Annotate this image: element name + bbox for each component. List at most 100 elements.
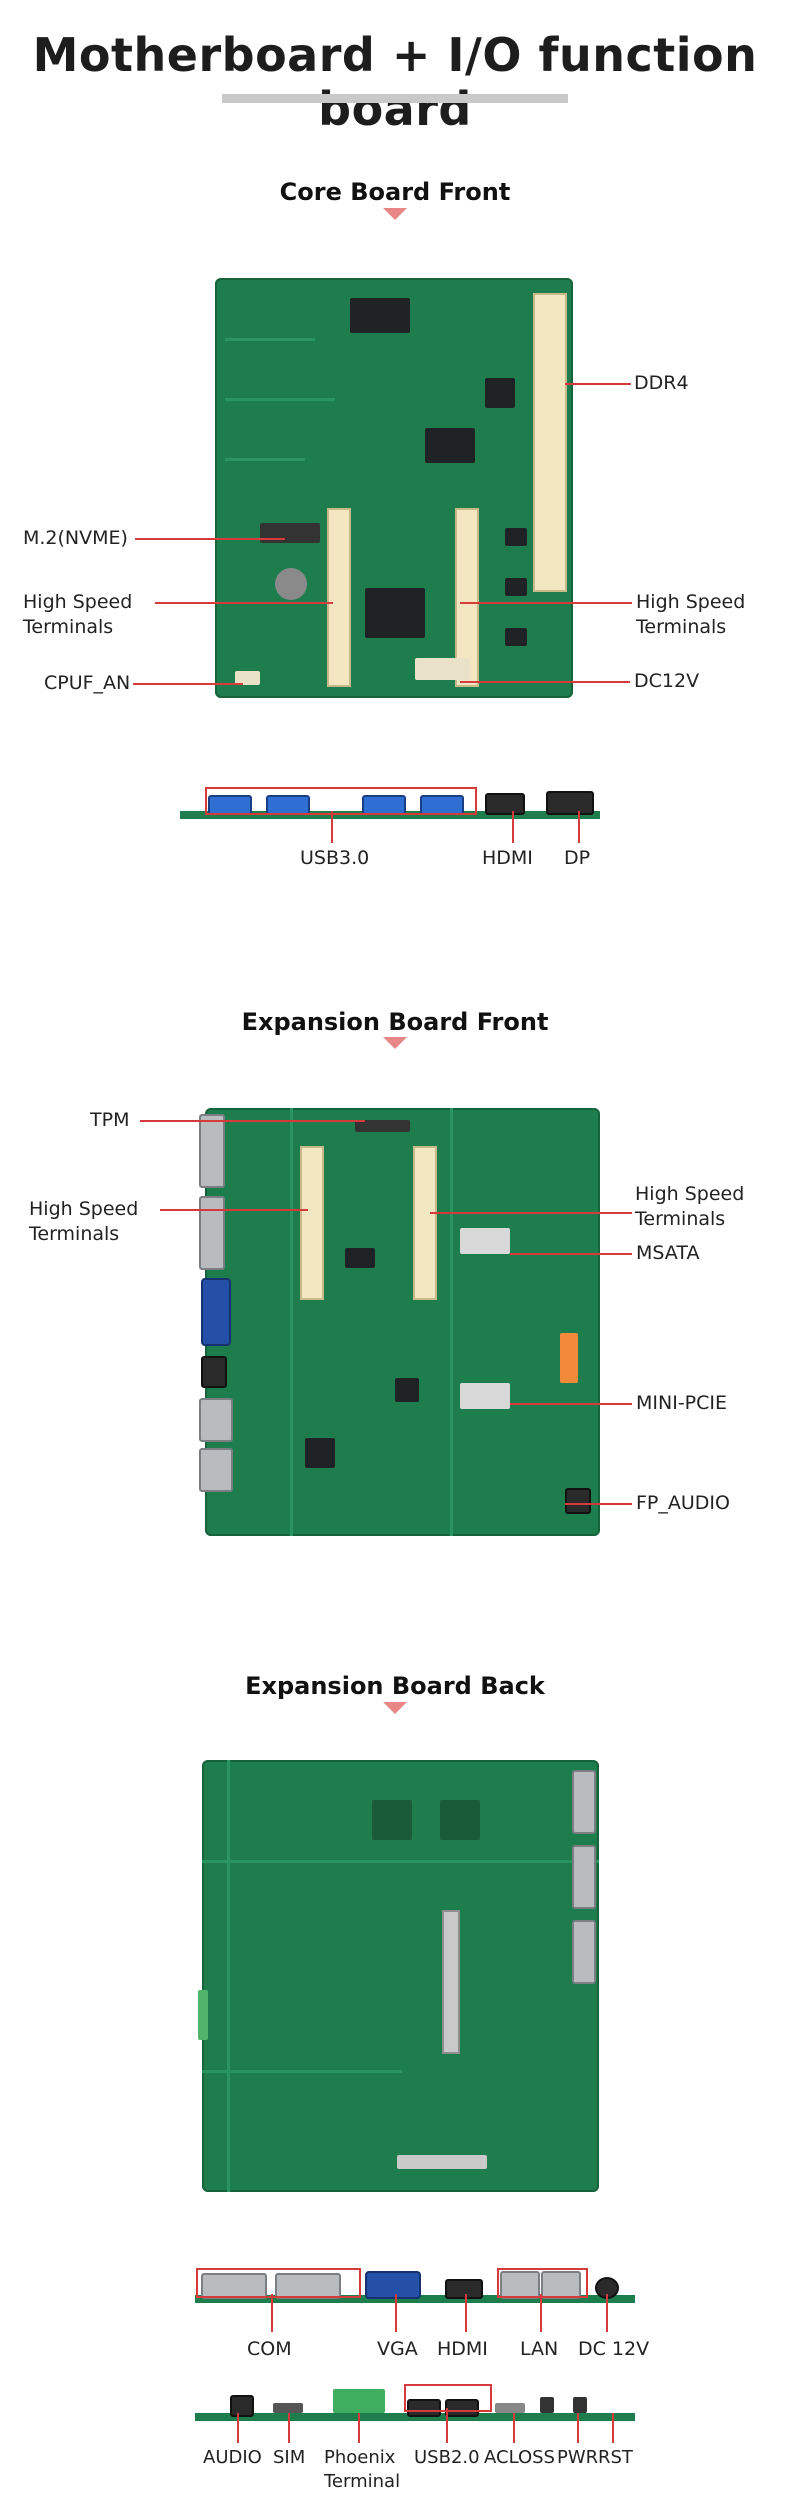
label-m2-nvme: M.2(NVME) <box>23 527 128 549</box>
usb3-highlight-box <box>205 787 477 815</box>
sim-slot <box>273 2403 303 2413</box>
label-tpm: TPM <box>90 1109 130 1131</box>
leader-dc12v-exp <box>606 2294 608 2332</box>
label-hs-left-exp-1: High Speed <box>29 1198 139 1220</box>
phoenix-terminal <box>333 2389 385 2413</box>
label-dc12v-exp: DC 12V <box>578 2338 650 2360</box>
label-phoenix-1: Phoenix <box>324 2447 396 2468</box>
com-port-1 <box>201 2273 267 2299</box>
label-lan: LAN <box>520 2338 559 2360</box>
vga-port <box>365 2271 421 2299</box>
hs-terminal-right-exp <box>413 1146 437 1300</box>
label-dp: DP <box>564 847 591 869</box>
expansion-board-front-heading: Expansion Board Front <box>241 1008 549 1036</box>
label-msata: MSATA <box>636 1242 700 1264</box>
lan-port-1 <box>500 2271 540 2299</box>
leader-hdmi-exp <box>465 2294 467 2332</box>
leader-sim <box>288 2413 290 2443</box>
core-board-front-image <box>215 278 573 698</box>
label-hdmi-core: HDMI <box>482 847 533 869</box>
label-fp-audio: FP_AUDIO <box>636 1492 730 1514</box>
label-pwr: PWR <box>557 2447 599 2468</box>
core-front-pointer-icon <box>383 208 407 220</box>
label-sim: SIM <box>273 2447 306 2468</box>
expansion-board-back-image <box>198 1760 599 2192</box>
label-ddr4: DDR4 <box>634 372 689 394</box>
hdmi-port-exp <box>445 2279 483 2299</box>
leader-msata <box>510 1253 632 1255</box>
leader-pwr <box>577 2413 579 2443</box>
lan-port-2 <box>541 2271 581 2299</box>
cpu-chip <box>365 588 425 638</box>
label-vga: VGA <box>377 2338 418 2360</box>
leader-dc12v-core <box>460 681 630 683</box>
leader-hs-left <box>155 602 333 604</box>
leader-vga <box>395 2294 397 2332</box>
leader-phoenix <box>358 2413 360 2443</box>
exp-back-pointer-icon <box>383 1702 407 1714</box>
leader-usb3 <box>331 811 333 843</box>
leader-audio <box>237 2413 239 2443</box>
expansion-board-front-image <box>199 1108 600 1536</box>
hdmi-port <box>485 793 525 815</box>
core-io-edge <box>180 783 600 823</box>
ddr4-slot <box>533 293 567 592</box>
coin-battery <box>275 568 307 600</box>
pwr-button <box>540 2397 554 2413</box>
core-board-front-heading: Core Board Front <box>279 178 511 206</box>
phoenix-terminal-front <box>560 1333 578 1383</box>
dp-port <box>546 791 594 815</box>
label-dc12v: DC12V <box>634 670 700 692</box>
hs-terminal-right <box>455 508 479 687</box>
lan-highlight-box <box>497 2268 588 2298</box>
leader-com <box>271 2294 273 2332</box>
page-title: Motherboard + I/O function board <box>32 28 758 136</box>
leader-fp-audio <box>565 1503 632 1505</box>
label-minipcie: MINI-PCIE <box>636 1392 728 1414</box>
label-hs-left-exp-2: Terminals <box>29 1223 120 1245</box>
leader-cpuf <box>133 683 243 685</box>
label-usb20: USB2.0 <box>414 2447 480 2468</box>
usb2-port-1 <box>407 2399 441 2417</box>
label-hs-right-exp-1: High Speed <box>635 1183 745 1205</box>
label-usb30: USB3.0 <box>300 847 370 869</box>
label-hs-left-1: High Speed <box>23 591 133 613</box>
leader-hs-right-exp <box>430 1212 632 1214</box>
com-port-2 <box>275 2273 341 2299</box>
label-rst: RST <box>598 2447 633 2468</box>
audio-jack <box>230 2395 254 2417</box>
label-hs-right-2: Terminals <box>636 616 727 638</box>
msata-slot <box>460 1228 510 1254</box>
hs-terminal-left <box>327 508 351 687</box>
leader-usb20 <box>446 2408 448 2443</box>
fp-audio-jack <box>565 1488 591 1514</box>
cpuf-connector <box>235 671 260 685</box>
leader-minipcie <box>510 1403 632 1405</box>
leader-lan <box>540 2294 542 2332</box>
leader-hs-left-exp <box>160 1209 308 1211</box>
label-hs-left-2: Terminals <box>23 616 114 638</box>
com-highlight-box <box>196 2268 361 2298</box>
m2-connector <box>260 523 320 543</box>
exp-io-row1-edge <box>195 2265 635 2305</box>
label-hs-right-exp-2: Terminals <box>635 1208 726 1230</box>
usb2-highlight-box <box>404 2384 492 2412</box>
tpm-header <box>355 1120 410 1132</box>
leader-tpm <box>140 1120 365 1122</box>
hs-terminal-left-exp <box>300 1146 324 1300</box>
minipcie-slot <box>460 1383 510 1409</box>
leader-hs-right <box>460 602 632 604</box>
leader-m2 <box>135 538 285 540</box>
label-acloss: ACLOSS <box>484 2447 555 2468</box>
label-com: COM <box>247 2338 292 2360</box>
leader-rst <box>612 2413 614 2443</box>
leader-dp <box>578 811 580 843</box>
label-phoenix-2: Terminal <box>324 2471 401 2492</box>
exp-front-pointer-icon <box>383 1037 407 1049</box>
rst-button <box>573 2397 587 2413</box>
leader-acloss <box>513 2413 515 2443</box>
expansion-board-back-heading: Expansion Board Back <box>245 1672 545 1700</box>
label-hs-right-1: High Speed <box>636 591 746 613</box>
label-audio: AUDIO <box>203 2447 262 2468</box>
acloss-switch <box>495 2403 525 2413</box>
